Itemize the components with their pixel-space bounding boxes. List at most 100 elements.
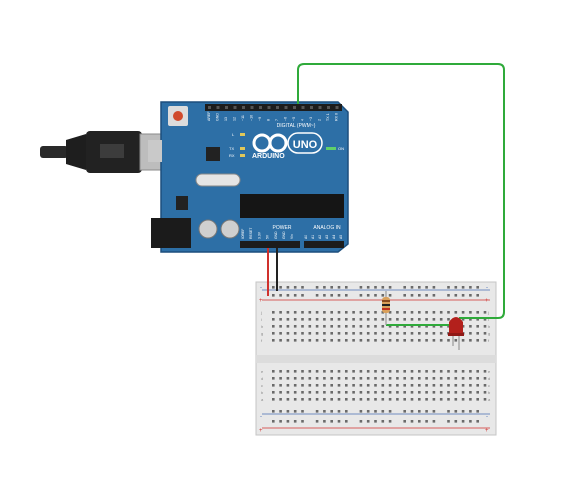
terminal-hole[interactable] xyxy=(330,318,333,321)
rail-hole[interactable] xyxy=(301,294,304,297)
rail-hole[interactable] xyxy=(461,294,465,297)
rail-hole[interactable] xyxy=(279,420,282,423)
terminal-hole[interactable] xyxy=(396,332,399,335)
terminal-hole[interactable] xyxy=(337,339,341,342)
terminal-hole[interactable] xyxy=(323,318,326,321)
terminal-hole[interactable] xyxy=(461,339,465,342)
rail-hole[interactable] xyxy=(425,410,428,413)
terminal-hole[interactable] xyxy=(308,370,312,373)
rail-hole[interactable] xyxy=(272,410,275,413)
rail-hole[interactable] xyxy=(345,420,348,423)
terminal-hole[interactable] xyxy=(425,311,428,314)
digital-pin-hole[interactable] xyxy=(284,106,288,109)
rail-hole[interactable] xyxy=(454,410,458,413)
terminal-hole[interactable] xyxy=(410,391,414,394)
terminal-hole[interactable] xyxy=(432,384,436,387)
terminal-hole[interactable] xyxy=(337,325,341,328)
terminal-hole[interactable] xyxy=(439,332,443,335)
digital-pin-hole[interactable] xyxy=(233,106,237,109)
digital-pin-hole[interactable] xyxy=(225,106,228,109)
rail-hole[interactable] xyxy=(388,410,392,413)
terminal-hole[interactable] xyxy=(345,311,348,314)
resistor[interactable] xyxy=(382,291,390,325)
terminal-hole[interactable] xyxy=(345,325,348,328)
rail-hole[interactable] xyxy=(403,410,406,413)
rail-hole[interactable] xyxy=(454,294,458,297)
rail-hole[interactable] xyxy=(366,286,370,289)
terminal-hole[interactable] xyxy=(418,391,421,394)
terminal-hole[interactable] xyxy=(432,391,436,394)
terminal-hole[interactable] xyxy=(476,311,479,314)
rail-hole[interactable] xyxy=(359,294,363,297)
digital-pin-hole[interactable] xyxy=(208,106,211,109)
terminal-hole[interactable] xyxy=(293,339,297,342)
terminal-hole[interactable] xyxy=(425,332,428,335)
terminal-hole[interactable] xyxy=(337,311,341,314)
rail-hole[interactable] xyxy=(279,410,282,413)
terminal-hole[interactable] xyxy=(439,325,443,328)
rail-hole[interactable] xyxy=(359,410,363,413)
terminal-hole[interactable] xyxy=(337,398,341,401)
terminal-hole[interactable] xyxy=(425,325,428,328)
rail-hole[interactable] xyxy=(469,294,472,297)
terminal-hole[interactable] xyxy=(315,377,319,380)
terminal-hole[interactable] xyxy=(410,332,414,335)
rail-hole[interactable] xyxy=(469,286,472,289)
rail-hole[interactable] xyxy=(286,420,290,423)
terminal-hole[interactable] xyxy=(439,370,443,373)
terminal-hole[interactable] xyxy=(337,391,341,394)
terminal-hole[interactable] xyxy=(432,377,436,380)
terminal-hole[interactable] xyxy=(286,377,290,380)
terminal-hole[interactable] xyxy=(410,370,414,373)
terminal-hole[interactable] xyxy=(418,398,421,401)
terminal-hole[interactable] xyxy=(352,325,355,328)
digital-pin-hole[interactable] xyxy=(276,106,279,109)
terminal-hole[interactable] xyxy=(293,318,297,321)
terminal-hole[interactable] xyxy=(374,377,377,380)
rail-hole[interactable] xyxy=(388,294,392,297)
terminal-hole[interactable] xyxy=(461,370,465,373)
terminal-hole[interactable] xyxy=(381,398,385,401)
rail-hole[interactable] xyxy=(293,410,297,413)
terminal-hole[interactable] xyxy=(439,398,443,401)
terminal-hole[interactable] xyxy=(359,332,363,335)
terminal-hole[interactable] xyxy=(272,384,275,387)
terminal-hole[interactable] xyxy=(352,311,355,314)
terminal-hole[interactable] xyxy=(425,391,428,394)
rail-hole[interactable] xyxy=(418,286,421,289)
terminal-hole[interactable] xyxy=(483,332,487,335)
terminal-hole[interactable] xyxy=(293,398,297,401)
terminal-hole[interactable] xyxy=(439,391,443,394)
terminal-hole[interactable] xyxy=(476,398,479,401)
terminal-hole[interactable] xyxy=(272,318,275,321)
terminal-hole[interactable] xyxy=(410,318,414,321)
terminal-hole[interactable] xyxy=(425,370,428,373)
terminal-hole[interactable] xyxy=(286,370,290,373)
rail-hole[interactable] xyxy=(432,410,436,413)
terminal-hole[interactable] xyxy=(388,384,392,387)
terminal-hole[interactable] xyxy=(469,325,472,328)
terminal-hole[interactable] xyxy=(279,325,282,328)
rail-hole[interactable] xyxy=(330,294,333,297)
terminal-hole[interactable] xyxy=(374,391,377,394)
terminal-hole[interactable] xyxy=(301,377,304,380)
terminal-hole[interactable] xyxy=(279,391,282,394)
rail-hole[interactable] xyxy=(359,420,363,423)
terminal-hole[interactable] xyxy=(308,384,312,387)
terminal-hole[interactable] xyxy=(337,332,341,335)
rail-hole[interactable] xyxy=(366,420,370,423)
terminal-hole[interactable] xyxy=(476,332,479,335)
rail-hole[interactable] xyxy=(337,294,341,297)
rail-hole[interactable] xyxy=(330,410,333,413)
terminal-hole[interactable] xyxy=(301,325,304,328)
terminal-hole[interactable] xyxy=(374,311,377,314)
rail-hole[interactable] xyxy=(323,286,326,289)
terminal-hole[interactable] xyxy=(330,384,333,387)
rail-hole[interactable] xyxy=(293,294,297,297)
terminal-hole[interactable] xyxy=(330,370,333,373)
terminal-hole[interactable] xyxy=(293,325,297,328)
terminal-hole[interactable] xyxy=(454,398,458,401)
terminal-hole[interactable] xyxy=(410,325,414,328)
terminal-hole[interactable] xyxy=(425,339,428,342)
terminal-hole[interactable] xyxy=(432,311,436,314)
